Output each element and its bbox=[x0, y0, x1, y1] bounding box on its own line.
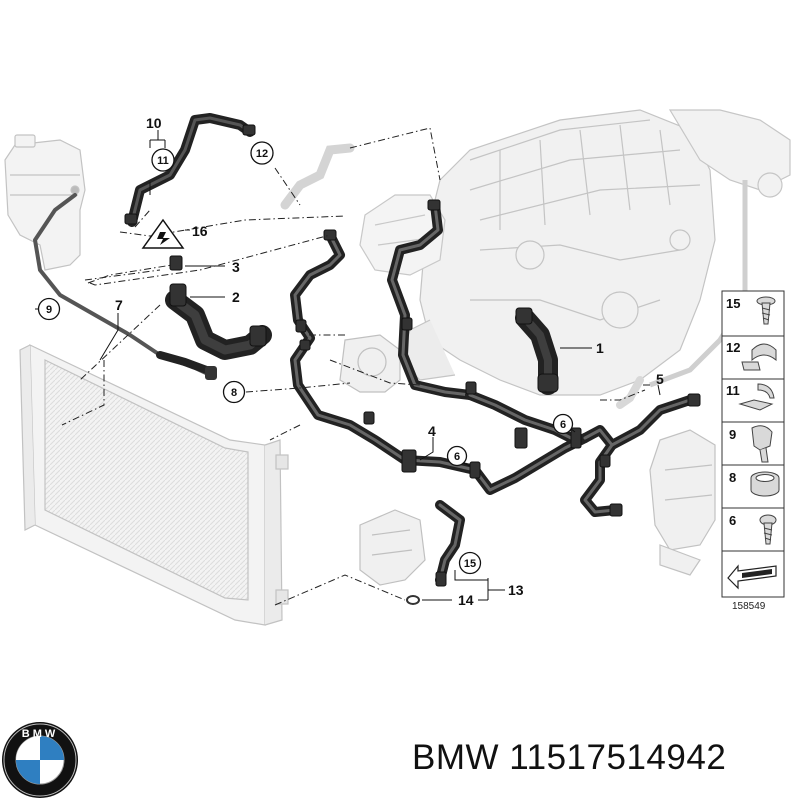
hose-clamp-icon bbox=[750, 471, 780, 497]
part-number-caption: BMW 11517514942 bbox=[412, 738, 727, 777]
bolt-icon bbox=[759, 514, 777, 545]
hose-1 bbox=[515, 308, 558, 395]
callout-7: 7 bbox=[115, 297, 123, 313]
leader-lines bbox=[61, 127, 650, 606]
auxiliary-pump bbox=[649, 429, 716, 576]
engine-block bbox=[399, 109, 716, 396]
callout-6b: 6 bbox=[552, 413, 574, 435]
legend-row-8: 8 bbox=[729, 470, 780, 497]
svg-text:6: 6 bbox=[560, 419, 566, 431]
callout-9: 9 bbox=[37, 297, 61, 321]
vent-line-9 bbox=[33, 193, 216, 377]
svg-text:11: 11 bbox=[726, 383, 740, 398]
screw-clip-icon bbox=[756, 296, 776, 325]
svg-text:6: 6 bbox=[454, 451, 460, 463]
svg-text:9: 9 bbox=[46, 304, 52, 316]
parts-legend: 15 12 11 9 bbox=[721, 290, 785, 612]
svg-text:15: 15 bbox=[464, 558, 476, 570]
callout-6a: 6 bbox=[446, 445, 468, 467]
right-pipe bbox=[616, 376, 644, 409]
bmw-logo: BMW bbox=[2, 722, 78, 798]
upper-right-bracket bbox=[649, 109, 791, 388]
hose-10 bbox=[127, 113, 255, 227]
water-pump bbox=[339, 334, 401, 393]
legend-row-6: 6 bbox=[729, 513, 777, 545]
svg-text:12: 12 bbox=[256, 148, 268, 160]
warning-symbol-16 bbox=[141, 218, 190, 249]
callout-12: 12 bbox=[250, 141, 274, 165]
callout-2: 2 bbox=[232, 289, 240, 305]
solid-leaders bbox=[35, 130, 661, 601]
callout-5: 5 bbox=[656, 371, 664, 387]
callout-4: 4 bbox=[428, 423, 436, 439]
expansion-tank bbox=[4, 134, 86, 271]
callout-1: 1 bbox=[596, 340, 604, 356]
legend-row-12: 12 bbox=[726, 340, 777, 371]
svg-text:8: 8 bbox=[729, 470, 736, 485]
svg-text:8: 8 bbox=[231, 387, 237, 399]
callout-10: 10 bbox=[146, 115, 162, 131]
hose-13 bbox=[435, 500, 465, 585]
callout-15: 15 bbox=[458, 551, 482, 575]
hose-clamp-8-on-line bbox=[205, 366, 420, 605]
callout-8: 8 bbox=[222, 380, 246, 404]
callout-13: 13 bbox=[508, 582, 524, 598]
callout-14: 14 bbox=[458, 592, 474, 608]
upper-outlet-pipe bbox=[280, 143, 355, 210]
bmw-logo-letters: BMW bbox=[22, 728, 59, 740]
legend-row-15: 15 bbox=[726, 296, 776, 325]
legend-row-9: 9 bbox=[729, 425, 773, 463]
hose-5 bbox=[580, 395, 695, 517]
engine-feed-hose bbox=[387, 200, 475, 400]
callout-16: 16 bbox=[192, 223, 208, 239]
svg-text:11: 11 bbox=[157, 155, 169, 167]
svg-text:6: 6 bbox=[729, 513, 736, 528]
hose-clip-icon bbox=[738, 383, 775, 411]
callout-labels: 1 2 3 4 5 6 6 7 8 9 10 11 12 bbox=[37, 115, 664, 608]
legend-row-nav-arrow bbox=[727, 564, 777, 590]
spring-clip-icon bbox=[741, 343, 777, 371]
legend-row-11: 11 bbox=[726, 383, 775, 411]
callout-3: 3 bbox=[232, 259, 240, 275]
svg-text:12: 12 bbox=[726, 340, 740, 355]
diagram-reference-number: 158549 bbox=[732, 601, 766, 612]
holder-clip-icon bbox=[751, 425, 773, 463]
thermostat-housing bbox=[359, 509, 426, 586]
fittings bbox=[124, 124, 701, 587]
callout-11: 11 bbox=[151, 148, 175, 172]
radiator bbox=[19, 344, 289, 626]
svg-text:9: 9 bbox=[729, 427, 736, 442]
svg-text:15: 15 bbox=[726, 296, 740, 311]
hose-2 bbox=[165, 290, 272, 360]
